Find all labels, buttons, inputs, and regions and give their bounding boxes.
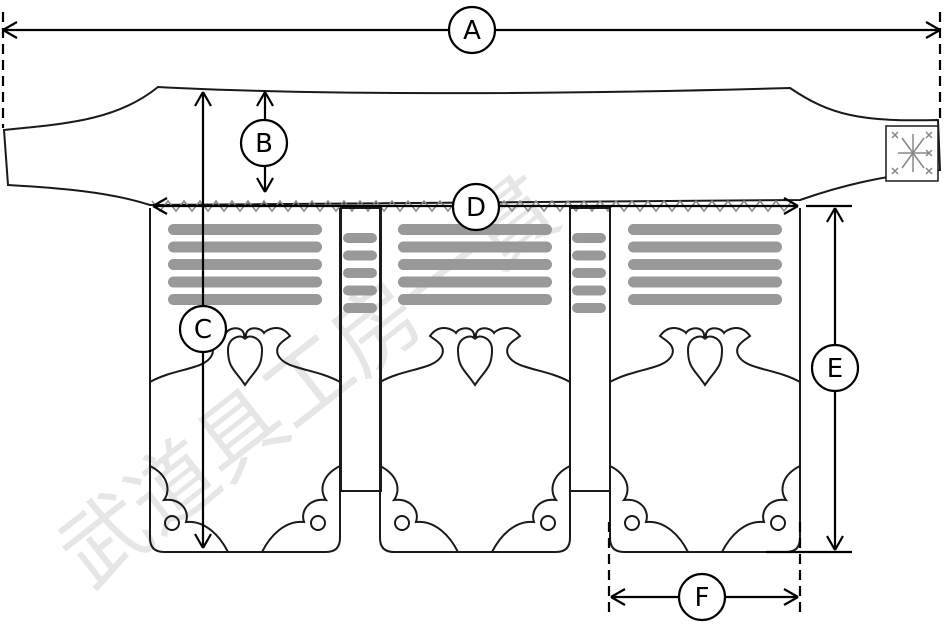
connector-stripe bbox=[572, 285, 606, 296]
waist-belt bbox=[2, 85, 942, 207]
flap-stripe bbox=[628, 276, 782, 288]
dimension-f-text: F bbox=[695, 583, 710, 613]
flap-stripe bbox=[628, 259, 782, 270]
flap-1 bbox=[149, 208, 341, 553]
dimension-e-text: E bbox=[827, 354, 843, 384]
flap-upper-ornament bbox=[609, 327, 801, 387]
connector-stripe bbox=[343, 250, 377, 261]
dimension-label-e: E bbox=[810, 343, 860, 393]
connector-stripe bbox=[572, 303, 606, 313]
belt-crest-icon bbox=[885, 125, 939, 182]
flap-stripe bbox=[398, 276, 552, 288]
grommet-hole bbox=[624, 515, 640, 531]
grommet-hole bbox=[394, 515, 410, 531]
flap-outline bbox=[149, 208, 341, 553]
dimension-a-text: A bbox=[463, 16, 481, 46]
dimension-label-a: A bbox=[447, 5, 497, 55]
connector-stripes bbox=[343, 233, 606, 313]
flap-stripe bbox=[398, 259, 552, 270]
dimension-d-text: D bbox=[466, 193, 486, 223]
flap-stripe bbox=[628, 241, 782, 253]
flap-stripe bbox=[628, 294, 782, 305]
dimension-b-text: B bbox=[255, 129, 273, 159]
grommet-hole bbox=[310, 515, 326, 531]
flap-stripe bbox=[168, 276, 322, 288]
flap-lower-right-ornament bbox=[721, 465, 801, 553]
flap-lower-left-ornament bbox=[379, 465, 459, 553]
tare-flaps bbox=[149, 208, 801, 553]
flap-upper-ornament bbox=[379, 327, 571, 387]
connector-stripe bbox=[572, 268, 606, 278]
dimension-label-b: B bbox=[239, 118, 289, 168]
flap-stripe bbox=[398, 294, 552, 305]
flap-lower-right-ornament bbox=[261, 465, 341, 553]
connector-stripe bbox=[572, 250, 606, 261]
flap-2 bbox=[379, 208, 571, 553]
flap-3 bbox=[609, 208, 801, 553]
flap-stripe bbox=[168, 294, 322, 305]
connector-stripe bbox=[572, 233, 606, 243]
dimension-label-f: F bbox=[677, 572, 727, 622]
flap-stripe bbox=[398, 241, 552, 253]
connector-stripe bbox=[343, 303, 377, 313]
flap-lower-left-ornament bbox=[609, 465, 689, 553]
grommet-hole bbox=[164, 515, 180, 531]
grommet-hole bbox=[540, 515, 556, 531]
connector-stripe bbox=[343, 285, 377, 296]
flap-stripe bbox=[168, 259, 322, 270]
dimension-c-text: C bbox=[194, 315, 212, 345]
dimension-label-c: C bbox=[178, 304, 228, 354]
flap-lower-left-ornament bbox=[149, 465, 229, 553]
flap-stripe bbox=[168, 241, 322, 253]
grommet-hole bbox=[770, 515, 786, 531]
connector-stripe bbox=[343, 268, 377, 278]
flap-outline bbox=[379, 208, 571, 553]
connector-stripe bbox=[343, 233, 377, 243]
flap-lower-right-ornament bbox=[491, 465, 571, 553]
flap-stripe bbox=[628, 224, 782, 235]
dimension-label-d: D bbox=[451, 182, 501, 232]
flap-stripe bbox=[168, 224, 322, 235]
